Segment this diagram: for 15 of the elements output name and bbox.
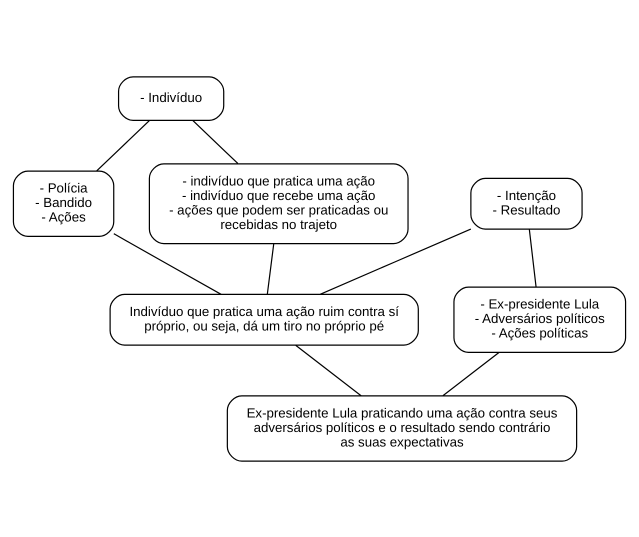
- connector: [96, 120, 150, 171]
- connector: [192, 120, 238, 164]
- connector: [266, 243, 274, 294]
- node-box: - Ex-presidente Lula - Adversários políticos - Ações políticas: [453, 286, 626, 352]
- node-box: - indivíduo que pratica uma ação - indivíduo que recebe uma ação - ações que podem ser praticadas ou recebidas no trajeto: [148, 162, 409, 244]
- node-box: Ex-presidente Lula praticando uma ação contra seus adversários políticos e o resultado sendo contrário as suas expectativas: [226, 394, 578, 462]
- connector: [295, 344, 362, 396]
- connector: [442, 352, 500, 396]
- node-box: - Intenção - Resultado: [470, 177, 583, 230]
- connector: [528, 229, 537, 287]
- node-box: - Polícia - Bandido - Ações: [12, 170, 114, 236]
- node-box: Indivíduo que pratica uma ação ruim contra sí próprio, ou seja, dá um tiro no próprio pé: [110, 293, 419, 346]
- node-box: - Indivíduo: [118, 76, 224, 120]
- connector: [114, 232, 222, 294]
- connector: [320, 228, 472, 294]
